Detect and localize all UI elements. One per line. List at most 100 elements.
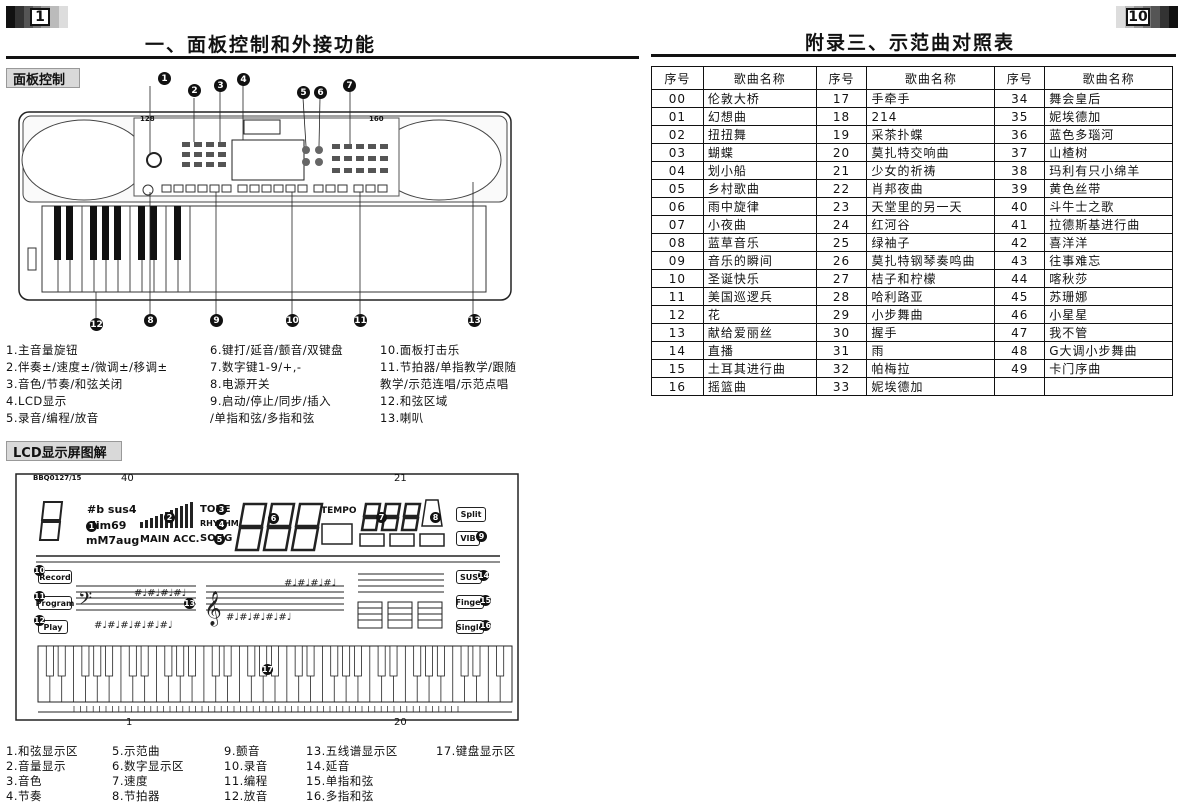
table-header: 歌曲名称 [1044, 66, 1173, 90]
lcd-program: Program [36, 596, 74, 610]
song-name-cell: 我不管 [1044, 323, 1173, 342]
lcd-callout: 9 [476, 531, 487, 542]
song-number-cell: 49 [994, 359, 1046, 378]
song-number-cell: 43 [994, 251, 1046, 270]
legend-item: 11.节拍器/单指教学/跟随 [380, 360, 517, 374]
lcd-callout: 15 [479, 595, 492, 606]
song-name-cell: 玛利有只小绵羊 [1044, 161, 1173, 180]
song-number-cell: 25 [815, 233, 868, 252]
table-header: 歌曲名称 [702, 66, 817, 90]
lcd-top-number-left: 40 [121, 473, 134, 484]
lcd-callout: 8 [430, 512, 441, 523]
right-page-title: 附录三、示范曲对照表 [805, 32, 1016, 54]
song-number-cell: 18 [815, 107, 868, 126]
left-title-rule [6, 56, 639, 59]
song-number-cell: 29 [815, 305, 868, 324]
song-name-cell: 莫扎特钢琴奏鸣曲 [866, 251, 996, 270]
song-number-cell: 12 [651, 305, 704, 324]
song-name-cell: 幻想曲 [702, 107, 817, 126]
song-name-cell: 伦敦大桥 [702, 89, 817, 108]
song-number-cell: 13 [651, 323, 704, 342]
lcd-section-label: LCD显示屏图解 [6, 441, 122, 461]
song-name-cell: 帕梅拉 [866, 359, 996, 378]
legend-item: 5.录音/编程/放音 [6, 411, 99, 425]
song-name-cell: 雨中旋律 [702, 197, 817, 216]
panel-legend-col1: 1.主音量旋钮 2.伴奏±/速度±/微调±/移调± 3.音色/节奏/和弦关闭 4… [6, 342, 168, 427]
song-number-cell: 30 [815, 323, 868, 342]
legend-item: 1.主音量旋钮 [6, 343, 78, 357]
legend-item: 16.多指和弦 [306, 789, 374, 803]
panel-callout: 2 [188, 84, 201, 97]
song-name-cell: 苏珊娜 [1044, 287, 1173, 306]
legend-item: 3.音色/节奏/和弦关闭 [6, 377, 123, 391]
lcd-chord-text: #b sus4 [87, 503, 137, 516]
song-name-cell: 绿袖子 [866, 233, 996, 252]
song-number-cell: 41 [994, 215, 1046, 234]
legend-item: 4.节奏 [6, 789, 42, 803]
song-number-cell: 15 [651, 359, 704, 378]
lcd-play: Play [38, 620, 68, 634]
page-number-right: 10 [1126, 8, 1150, 26]
lcd-callout: 3 [216, 504, 227, 515]
legend-item: 5.示范曲 [112, 744, 160, 758]
lcd-callout: 16 [479, 620, 492, 631]
song-name-cell: 黄色丝带 [1044, 179, 1173, 198]
lcd-model-code: BBQ0127/15 [33, 474, 82, 482]
svg-text:#♩#♩#♩#♩: #♩#♩#♩#♩ [284, 578, 336, 589]
song-name-cell: 美国巡逻兵 [702, 287, 817, 306]
song-name-cell [1044, 377, 1173, 396]
song-number-cell: 16 [651, 377, 704, 396]
legend-item: 教学/示范连唱/示范点唱 [380, 377, 509, 391]
svg-text:#♩#♩#♩#♩: #♩#♩#♩#♩ [134, 588, 186, 599]
song-name-cell: 握手 [866, 323, 996, 342]
song-number-cell: 46 [994, 305, 1046, 324]
lcd-legend-col2: 5.示范曲 6.数字显示区 7.速度 8.节拍器 [112, 744, 184, 804]
panel-callout: 9 [210, 314, 223, 327]
song-name-cell: 小夜曲 [702, 215, 817, 234]
song-name-cell: 妮埃德加 [866, 377, 996, 396]
lcd-legend-col5: 17.键盘显示区 [436, 744, 516, 759]
panel-callout: 11 [354, 314, 367, 327]
song-number-cell: 11 [651, 287, 704, 306]
lcd-top-number-right: 21 [394, 473, 407, 484]
legend-item: /单指和弦/多指和弦 [210, 411, 315, 425]
song-number-cell: 32 [815, 359, 868, 378]
svg-text:𝄞: 𝄞 [204, 591, 222, 627]
panel-callout: 4 [237, 73, 250, 86]
legend-item: 8.电源开关 [210, 377, 270, 391]
song-name-cell: 献给爱丽丝 [702, 323, 817, 342]
song-name-cell: 妮埃德加 [1044, 107, 1173, 126]
song-number-cell: 21 [815, 161, 868, 180]
song-name-cell: 土耳其进行曲 [702, 359, 817, 378]
legend-item: 6.数字显示区 [112, 759, 184, 773]
legend-item: 15.单指和弦 [306, 774, 374, 788]
song-name-cell: 山楂树 [1044, 143, 1173, 162]
lcd-callout: 11 [33, 591, 46, 602]
lcd-callout: 7 [376, 512, 387, 523]
lcd-legend-col3: 9.颤音 10.录音 11.编程 12.放音 [224, 744, 268, 804]
song-name-cell: 哈利路亚 [866, 287, 996, 306]
song-name-cell: 扭扭舞 [702, 125, 817, 144]
song-name-cell: 蝴蝶 [702, 143, 817, 162]
song-name-cell: 肖邦夜曲 [866, 179, 996, 198]
page-number-left: 1 [30, 8, 50, 26]
song-number-cell: 31 [815, 341, 868, 360]
lcd-record: Record [38, 570, 72, 584]
song-number-cell: 05 [651, 179, 704, 198]
song-number-cell: 34 [994, 89, 1046, 108]
lcd-split: Split [456, 507, 486, 522]
legend-item: 4.LCD显示 [6, 394, 67, 408]
keyboard-panel-diagram [18, 86, 512, 318]
legend-item: 12.和弦区域 [380, 394, 448, 408]
lcd-tone: TONE [200, 504, 231, 515]
song-number-cell: 26 [815, 251, 868, 270]
legend-item: 3.音色 [6, 774, 42, 788]
legend-item: 11.编程 [224, 774, 268, 788]
song-name-cell: 手牵手 [866, 89, 996, 108]
